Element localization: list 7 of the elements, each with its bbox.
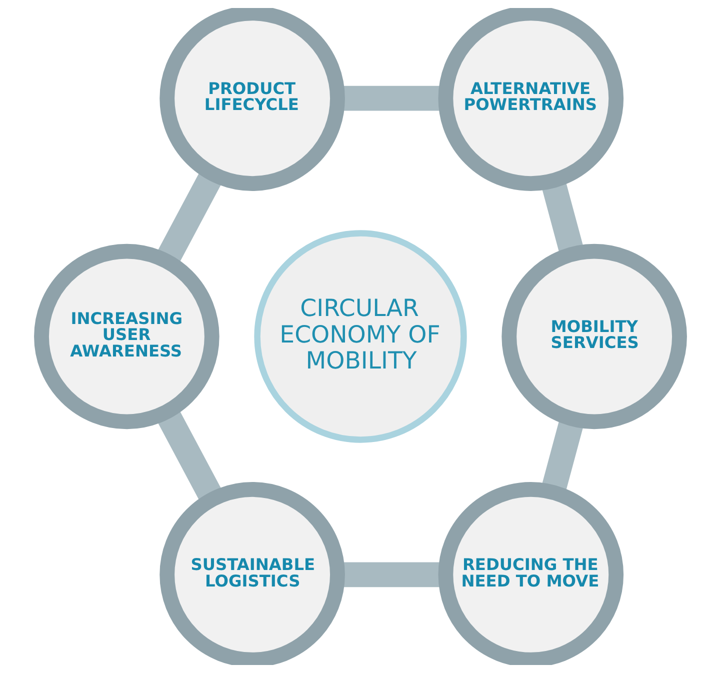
- node-circle: INCREASING USER AWARENESS: [34, 244, 220, 430]
- node-circle: CIRCULAR ECONOMY OF MOBILITY: [254, 230, 467, 443]
- node-circle: ALTERNATIVE POWERTRAINS: [438, 8, 624, 191]
- node-circle: SUSTAINABLE LOGISTICS: [160, 482, 345, 665]
- node-circle: MOBILITY SERVICES: [502, 244, 687, 430]
- node-circle: PRODUCT LIFECYCLE: [160, 8, 345, 191]
- node-circle: REDUCING THE NEED TO MOVE: [438, 482, 624, 665]
